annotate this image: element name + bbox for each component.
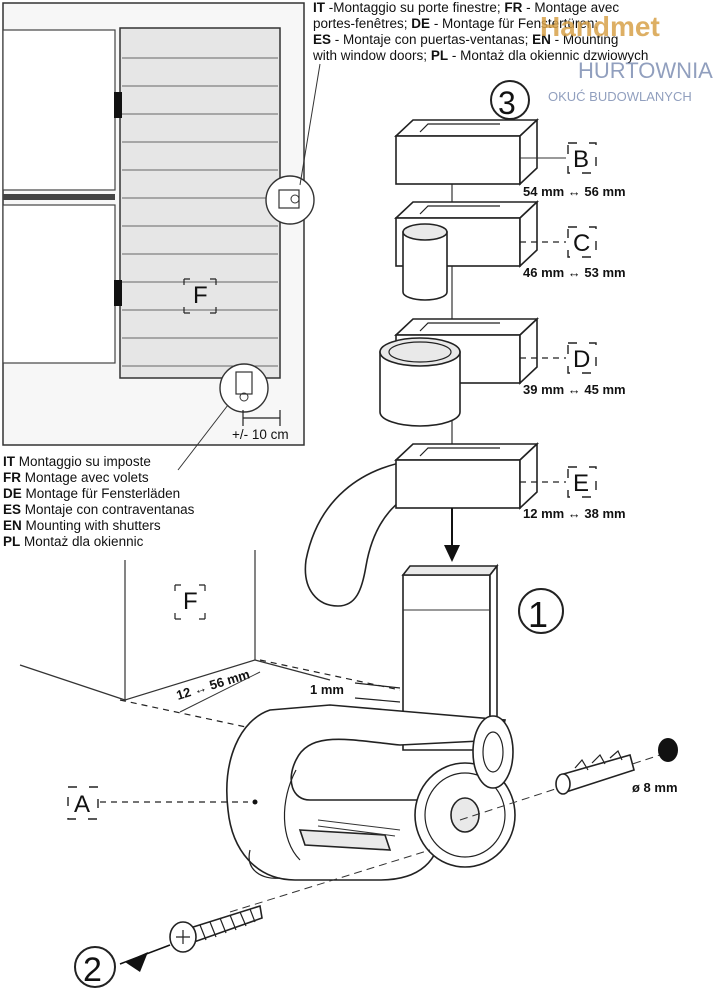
part-f-letter-top: F [193, 282, 208, 309]
spacer-d: D 39 mm ↔ 45 mm [379, 317, 626, 427]
caption-text: Montage avec volets [21, 470, 149, 485]
caption-code-en: EN [532, 32, 551, 47]
spacer-b: B 54 mm ↔ 56 mm [393, 118, 626, 199]
caption-text: - Montaż dla okiennic dzwiowych [448, 48, 648, 63]
dowel-diameter: ø 8 mm [632, 780, 678, 795]
caption-text: - Montage avec [522, 0, 619, 15]
offset-measurement: +/- 10 cm [232, 427, 289, 442]
screw [169, 849, 431, 953]
spacer-e: E 12 mm ↔ 38 mm [304, 442, 626, 607]
handmet-watermark-logo: Handmet HURTOWNIA OKUĆ BUDOWLANYCH [540, 11, 713, 104]
caption-text: Montage für Fensterläden [22, 486, 180, 501]
stopper-base-a: A 1 mm [67, 563, 516, 881]
part-d-range: 39 mm ↔ 45 mm [523, 382, 626, 397]
shutters-caption: IT Montaggio su imposte FR Montage avec … [3, 454, 195, 549]
svg-text:IT Montaggio su imposte: IT Montaggio su imposte [3, 454, 151, 469]
svg-text:DE Montage für Fensterläden: DE Montage für Fensterläden [3, 486, 180, 501]
caption-text: - Mounting [551, 32, 619, 47]
caption-text: Mounting with shutters [22, 518, 161, 533]
caption-text: Montaż dla okiennic [20, 534, 143, 549]
svg-text:FR Montage avec volets: FR Montage avec volets [3, 470, 149, 485]
caption-code-it: IT [3, 454, 16, 469]
window-shutter-illustration: F +/- 10 cm [2, 2, 321, 471]
caption-code-de: DE [411, 16, 430, 31]
svg-text:EN Mounting with shutters: EN Mounting with shutters [3, 518, 161, 533]
caption-text: Montaggio su imposte [15, 454, 151, 469]
caption-text: Montaje con contraventanas [21, 502, 195, 517]
step-1-number: 1 [528, 594, 548, 635]
svg-text:ES - Montaje con puertas-venta: ES - Montaje con puertas-ventanas; EN - … [313, 32, 618, 47]
step-1-marker: 1 [518, 588, 564, 635]
part-b-letter: B [573, 146, 589, 173]
part-b-range: 54 mm ↔ 56 mm [523, 184, 626, 199]
svg-text:portes-fenêtres; DE - Montage: portes-fenêtres; DE - Montage für Fenste… [313, 16, 598, 31]
caption-text: with window doors; [312, 48, 431, 63]
step-2-marker: 2 [74, 944, 171, 989]
part-a-letter: A [74, 791, 90, 818]
part-e-letter: E [573, 470, 589, 497]
part-c-letter: C [573, 230, 590, 257]
wall-plug: ø 8 mm [459, 738, 678, 821]
step-2-number: 2 [83, 951, 102, 989]
svg-text:with window doors; PL - Montaż: with window doors; PL - Montaż dla okien… [312, 48, 648, 63]
part-f-letter-bottom: F [183, 588, 198, 615]
caption-code-en: EN [3, 518, 22, 533]
part-c-range: 46 mm ↔ 53 mm [523, 265, 626, 280]
caption-code-es: ES [313, 32, 331, 47]
caption-text: - Montaje con puertas-ventanas; [331, 32, 532, 47]
gap-measurement: 1 mm [310, 682, 344, 697]
part-d-letter: D [573, 346, 590, 373]
caption-text: - Montage für Fenstertüren; [430, 16, 598, 31]
window-doors-caption: IT -Montaggio su porte finestre; FR - Mo… [312, 0, 648, 63]
watermark-line2: HURTOWNIA [578, 58, 713, 83]
caption-code-it: IT [313, 0, 326, 15]
spacer-c: C 46 mm ↔ 53 mm [393, 200, 626, 301]
caption-code-fr: FR [504, 0, 522, 15]
step-3-marker: 3 [490, 80, 530, 121]
watermark-brand: Handmet [540, 11, 660, 42]
part-e-range: 12 mm ↔ 38 mm [523, 506, 626, 521]
caption-text: portes-fenêtres; [313, 16, 411, 31]
caption-code-de: DE [3, 486, 22, 501]
watermark-line3: OKUĆ BUDOWLANYCH [548, 89, 692, 104]
caption-code-fr: FR [3, 470, 21, 485]
wall-range-measurement: 12 ↔ 56 mm [174, 666, 251, 703]
svg-text:ES Montaje con contraventanas: ES Montaje con contraventanas [3, 502, 195, 517]
svg-text:PL Montaż dla okiennic: PL Montaż dla okiennic [3, 534, 144, 549]
svg-text:IT -Montaggio su porte finestr: IT -Montaggio su porte finestre; FR - Mo… [313, 0, 619, 15]
step-3-number: 3 [498, 85, 516, 121]
caption-code-pl: PL [3, 534, 20, 549]
caption-code-pl: PL [431, 48, 448, 63]
caption-text: -Montaggio su porte finestre; [325, 0, 504, 15]
caption-code-es: ES [3, 502, 21, 517]
